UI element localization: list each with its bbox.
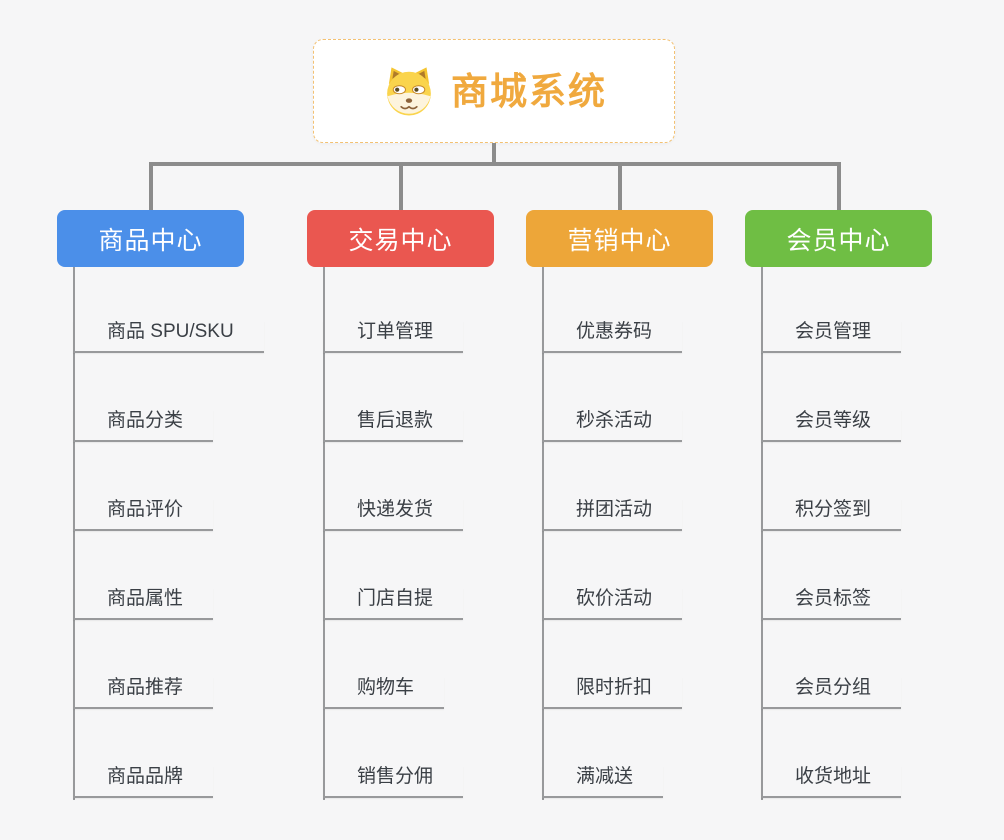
branch-trade-center: 交易中心 订单管理 售后退款 快递发货 门店自提 购物车 销售分佣 — [307, 210, 567, 800]
branch-items: 优惠券码 秒杀活动 拼团活动 砍价活动 限时折扣 满减送 — [542, 267, 683, 798]
node-item[interactable]: 会员标签 — [761, 588, 902, 620]
node-item[interactable]: 砍价活动 — [542, 588, 683, 620]
dog-face-icon — [381, 63, 437, 119]
node-item[interactable]: 会员分组 — [761, 677, 902, 709]
branch-member-center: 会员中心 会员管理 会员等级 积分签到 会员标签 会员分组 收货地址 — [745, 210, 1004, 800]
node-item[interactable]: 快递发货 — [323, 499, 464, 531]
connector-drop-3 — [618, 162, 622, 210]
branch-marketing-center: 营销中心 优惠券码 秒杀活动 拼团活动 砍价活动 限时折扣 满减送 — [526, 210, 786, 800]
item-row: 限时折扣 — [542, 620, 683, 709]
branch-spine — [323, 267, 325, 800]
node-item[interactable]: 限时折扣 — [542, 677, 683, 709]
branch-product-center: 商品中心 商品 SPU/SKU 商品分类 商品评价 商品属性 商品推荐 商品品牌 — [57, 210, 317, 800]
node-item[interactable]: 门店自提 — [323, 588, 464, 620]
branch-spine — [542, 267, 544, 800]
item-row: 秒杀活动 — [542, 353, 683, 442]
item-row: 订单管理 — [323, 267, 464, 353]
item-row: 会员等级 — [761, 353, 902, 442]
connector-drop-1 — [149, 162, 153, 210]
branch-items: 订单管理 售后退款 快递发货 门店自提 购物车 销售分佣 — [323, 267, 464, 798]
item-row: 销售分佣 — [323, 709, 464, 798]
branch-spine — [761, 267, 763, 800]
node-item[interactable]: 优惠券码 — [542, 321, 683, 353]
node-item[interactable]: 商品评价 — [73, 499, 214, 531]
item-row: 会员标签 — [761, 531, 902, 620]
item-row: 购物车 — [323, 620, 463, 709]
node-item[interactable]: 收货地址 — [761, 766, 902, 798]
branch-items: 会员管理 会员等级 积分签到 会员标签 会员分组 收货地址 — [761, 267, 902, 798]
node-item[interactable]: 售后退款 — [323, 410, 464, 442]
node-item[interactable]: 商品推荐 — [73, 677, 214, 709]
node-item[interactable]: 商品分类 — [73, 410, 214, 442]
item-row: 积分签到 — [761, 442, 902, 531]
item-row: 会员管理 — [761, 267, 902, 353]
item-row: 收货地址 — [761, 709, 902, 798]
item-row: 商品品牌 — [73, 709, 264, 798]
node-item[interactable]: 积分签到 — [761, 499, 902, 531]
item-row: 拼团活动 — [542, 442, 683, 531]
connector-bus — [149, 162, 841, 166]
branch-header-trade[interactable]: 交易中心 — [307, 210, 494, 267]
item-row: 门店自提 — [323, 531, 464, 620]
branch-header-member[interactable]: 会员中心 — [745, 210, 932, 267]
root-title: 商城系统 — [451, 70, 607, 112]
node-item[interactable]: 满减送 — [542, 766, 664, 798]
branch-header-marketing[interactable]: 营销中心 — [526, 210, 713, 267]
node-item[interactable]: 商品品牌 — [73, 766, 214, 798]
item-row: 商品评价 — [73, 442, 264, 531]
connector-root-drop — [492, 143, 496, 164]
node-item[interactable]: 购物车 — [323, 677, 445, 709]
item-row: 砍价活动 — [542, 531, 683, 620]
item-row: 售后退款 — [323, 353, 464, 442]
node-item[interactable]: 商品 SPU/SKU — [73, 321, 264, 353]
node-item[interactable]: 秒杀活动 — [542, 410, 683, 442]
item-row: 商品属性 — [73, 531, 264, 620]
branch-header-product[interactable]: 商品中心 — [57, 210, 244, 267]
root-node[interactable]: 商城系统 — [313, 39, 675, 143]
item-row: 商品 SPU/SKU — [73, 267, 264, 353]
item-row: 满减送 — [542, 709, 682, 798]
item-row: 会员分组 — [761, 620, 902, 709]
branch-spine — [73, 267, 75, 800]
node-item[interactable]: 销售分佣 — [323, 766, 464, 798]
node-item[interactable]: 拼团活动 — [542, 499, 683, 531]
node-item[interactable]: 订单管理 — [323, 321, 464, 353]
item-row: 优惠券码 — [542, 267, 683, 353]
item-row: 商品分类 — [73, 353, 264, 442]
branch-items: 商品 SPU/SKU 商品分类 商品评价 商品属性 商品推荐 商品品牌 — [73, 267, 264, 798]
item-row: 商品推荐 — [73, 620, 264, 709]
node-item[interactable]: 商品属性 — [73, 588, 214, 620]
item-row: 快递发货 — [323, 442, 464, 531]
connector-drop-2 — [399, 162, 403, 210]
connector-drop-4 — [837, 162, 841, 210]
node-item[interactable]: 会员等级 — [761, 410, 902, 442]
node-item[interactable]: 会员管理 — [761, 321, 902, 353]
